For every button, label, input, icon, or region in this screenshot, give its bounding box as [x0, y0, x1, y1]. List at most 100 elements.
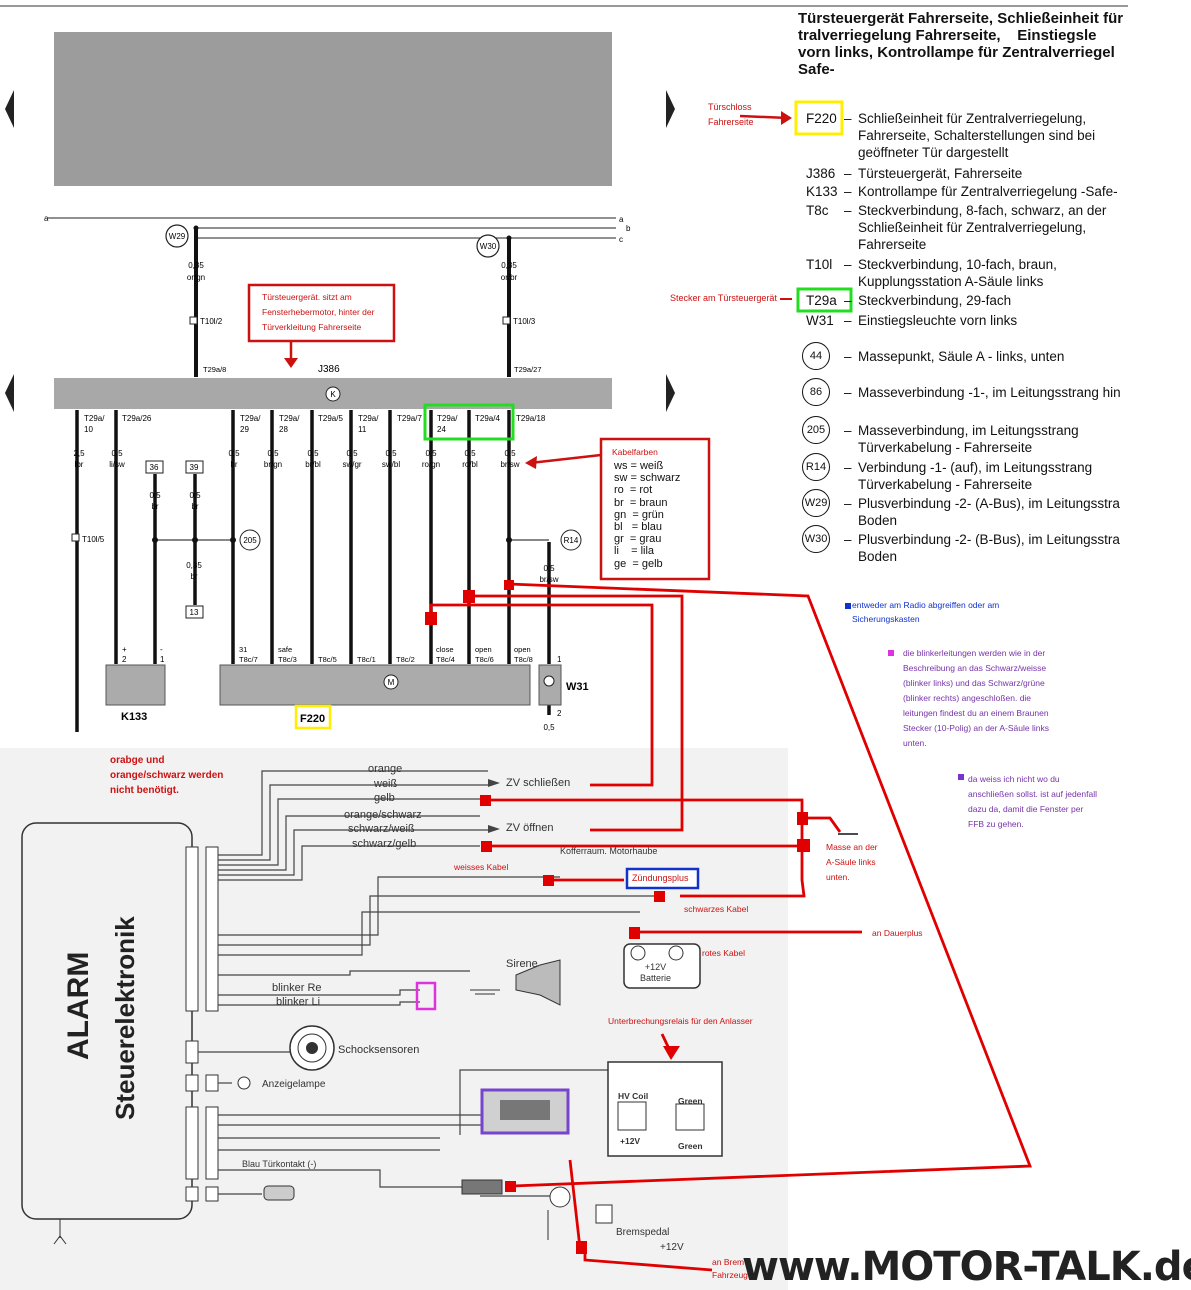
svg-text:2: 2: [557, 709, 562, 718]
svg-text:0,5: 0,5: [425, 449, 437, 458]
blinker-li-label: blinker Li: [276, 996, 321, 1008]
prev-arrow-icon[interactable]: [5, 374, 14, 412]
note-rotes-kabel: rotes Kabel: [702, 948, 745, 958]
svg-text:T29a/: T29a/: [240, 414, 261, 423]
bremspedal-label: Bremspedal: [616, 1227, 670, 1238]
svg-text:29: 29: [240, 425, 249, 434]
note-zuendungsplus: Zündungsplus: [632, 873, 689, 883]
svg-text:11: 11: [358, 425, 367, 434]
note-masse: Masse an der A-Säule links unten.: [826, 842, 878, 882]
legend-desc: Steckverbindung, 10-fach, braun, Kupplun…: [858, 257, 1057, 289]
svg-text:205: 205: [243, 536, 257, 545]
svg-text:ro/gn: ro/gn: [422, 460, 440, 469]
legend-desc: Türsteuergerät, Fahrerseite: [858, 166, 1023, 181]
legend-desc: Plusverbindung -2- (A-Bus), im Leitungss…: [858, 496, 1120, 528]
svg-text:T29a/: T29a/: [358, 414, 379, 423]
svg-text:0,5: 0,5: [543, 723, 555, 732]
svg-text:a: a: [44, 214, 49, 223]
alarm-scan: [0, 748, 788, 1290]
svg-text:c: c: [619, 235, 623, 244]
legend-desc: Verbindung -1- (auf), im Leitungsstrang …: [858, 460, 1093, 492]
schock-label: Schocksensoren: [338, 1044, 420, 1056]
svg-text:br: br: [230, 460, 237, 469]
relais-plus12-label: +12V: [620, 1136, 641, 1146]
legend-desc: Kontrollampe für Zentralverriegelung -Sa…: [858, 184, 1118, 199]
svg-text:T29a/: T29a/: [84, 414, 105, 423]
plus12-label: +12V: [660, 1242, 684, 1253]
hvcoil-label: HV Coil: [618, 1091, 649, 1101]
green-label: Green: [678, 1096, 703, 1106]
prev-arrow-icon[interactable]: [5, 90, 14, 128]
svg-text:0,5: 0,5: [189, 491, 201, 500]
next-arrow-icon[interactable]: [666, 374, 675, 412]
legend-desc: Einstiegsleuchte vorn links: [858, 313, 1018, 328]
svg-text:T29a/18: T29a/18: [516, 414, 546, 423]
svg-text:0,5: 0,5: [149, 491, 161, 500]
legend-desc: Massepunkt, Säule A - links, unten: [858, 349, 1065, 364]
note-kabelfarben: ws = weiß sw = schwarz ro = rot br = bra…: [614, 460, 681, 570]
svg-text:br/gn: br/gn: [264, 460, 282, 469]
legend-desc: Masseverbindung, im Leitungsstrang Türve…: [858, 423, 1079, 455]
svg-text:W30: W30: [480, 242, 497, 251]
svg-text:0,5: 0,5: [504, 449, 516, 458]
svg-text:a: a: [619, 215, 624, 224]
legend-circle: 44: [802, 342, 830, 370]
svg-text:T29a/26: T29a/26: [122, 414, 152, 423]
svg-text:0,5: 0,5: [307, 449, 319, 458]
legend-circle: W29: [802, 489, 830, 517]
svg-text:39: 39: [190, 463, 199, 472]
svg-text:T29a/4: T29a/4: [475, 414, 500, 423]
svg-text:sw/gr: sw/gr: [342, 460, 361, 469]
svg-text:br/sw: br/sw: [539, 575, 558, 584]
note-relais: Unterbrechungsrelais für den Anlasser: [608, 1016, 753, 1026]
svg-text:31: 31: [239, 645, 247, 654]
wire-label: orange/schwarz: [344, 809, 422, 821]
note-radio: entweder am Radio abgreiffen oder am Sic…: [852, 600, 1000, 624]
svg-text:T8c/1: T8c/1: [357, 655, 376, 664]
legend-code: T10l: [806, 257, 833, 272]
legend-desc: Schließeinheit für Zentralverriegelung, …: [858, 111, 1096, 160]
svg-text:M: M: [388, 678, 395, 687]
green-label: Green: [678, 1141, 703, 1151]
svg-text:10: 10: [84, 425, 93, 434]
svg-text:T29a/: T29a/: [437, 414, 458, 423]
svg-text:0,35: 0,35: [186, 561, 202, 570]
svg-text:R14: R14: [564, 536, 579, 545]
svg-text:sw/bl: sw/bl: [382, 460, 400, 469]
svg-text:W31: W31: [566, 681, 589, 693]
svg-text:T10l/5: T10l/5: [82, 535, 105, 544]
note-schwarzes-kabel: schwarzes Kabel: [684, 904, 749, 914]
svg-text:0,35: 0,35: [501, 261, 517, 270]
legend-code: W31: [806, 313, 834, 328]
f220-box: [219, 664, 531, 706]
svg-text:-: -: [160, 645, 163, 654]
note-bottom-left: an Brem Fahrzeug: [712, 1257, 748, 1280]
svg-text:36: 36: [150, 463, 159, 472]
svg-text:T29a/5: T29a/5: [318, 414, 343, 423]
svg-text:br: br: [151, 502, 158, 511]
svg-text:W29: W29: [169, 232, 186, 241]
note-kabelfarben-title: Kabelfarben: [612, 447, 658, 457]
next-arrow-icon[interactable]: [666, 90, 675, 128]
zv-oeffnen-label: ZV öffnen: [506, 822, 554, 834]
svg-text:T8c/2: T8c/2: [396, 655, 415, 664]
svg-text:br/bl: br/bl: [305, 460, 321, 469]
svg-text:T8c/3: T8c/3: [278, 655, 297, 664]
svg-text:T8c/8: T8c/8: [514, 655, 533, 664]
svg-text:T29a/: T29a/: [279, 414, 300, 423]
note-weiss: da weiss ich nicht wo du anschließen sol…: [968, 774, 1097, 829]
note-blinker: die blinkerleitungen werden wie in der B…: [903, 648, 1049, 748]
svg-text:li/sw: li/sw: [109, 460, 125, 469]
svg-text:0,5: 0,5: [464, 449, 476, 458]
watermark: www.MOTOR-TALK.de: [742, 1244, 1191, 1290]
svg-text:open: open: [475, 645, 492, 654]
legend-code: T8c: [806, 203, 829, 218]
wire-label: schwarz/weiß: [348, 823, 415, 835]
svg-text:J386: J386: [318, 364, 340, 375]
zv-schliessen-label: ZV schließen: [506, 777, 571, 789]
svg-text:T29a/27: T29a/27: [514, 365, 542, 374]
kofferraum-label: Kofferraum. Motorhaube: [560, 846, 658, 856]
tuerkontakt-label: Blau Türkontakt (-): [242, 1159, 317, 1169]
svg-text:or/br: or/br: [501, 273, 518, 282]
